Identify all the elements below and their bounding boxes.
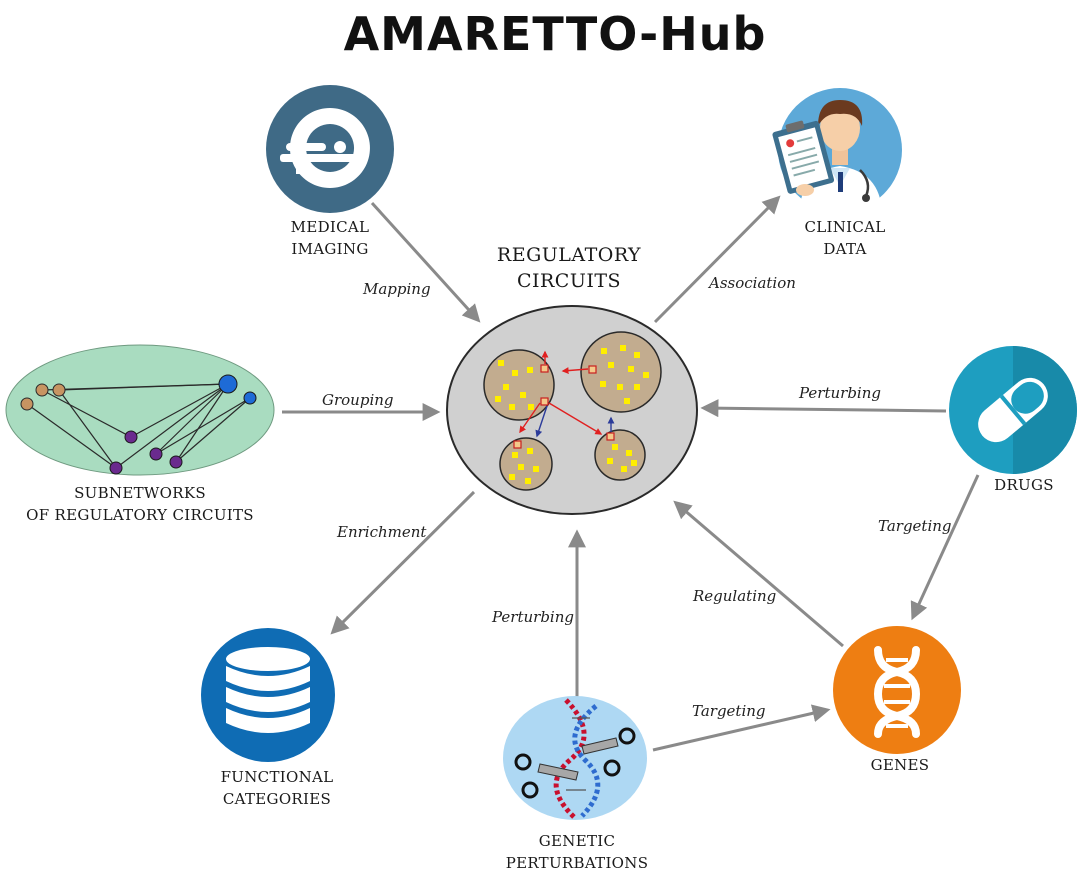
genetic-perturbations-label-line2: PERTURBATIONS: [506, 854, 649, 872]
edge-label-grouping: Grouping: [322, 391, 394, 409]
edge-label-mapping: Mapping: [362, 280, 431, 298]
subnetworks-node: SUBNETWORKS OF REGULATORY CIRCUITS: [5, 344, 275, 524]
center-label-line2: CIRCUITS: [517, 270, 621, 292]
edge-label-targeting-genetic: Targeting: [692, 702, 766, 720]
dna-icon: [833, 626, 961, 754]
edge-targeting-drugs-genes: [910, 474, 980, 621]
crispr-scissors-icon: [503, 696, 647, 820]
subnetworks-label-line1: SUBNETWORKS: [74, 484, 206, 502]
clinical-data-label-line2: DATA: [823, 240, 866, 258]
medical-imaging-label-line2: IMAGING: [291, 240, 368, 258]
center-label-line1: REGULATORY: [497, 244, 641, 266]
database-icon: [201, 628, 335, 762]
page-title: AMARETTO-Hub: [344, 7, 767, 61]
regulatory-circuits-ellipse: [446, 305, 698, 515]
edge-label-enrichment: Enrichment: [336, 523, 427, 541]
edge-targeting-genetic-genes: [652, 704, 831, 752]
module-circle-a: [483, 349, 555, 421]
regulatory-circuits-node: REGULATORY CIRCUITS: [446, 244, 698, 515]
drugs-label: DRUGS: [994, 476, 1054, 494]
subnetworks-label-line2: OF REGULATORY CIRCUITS: [26, 506, 254, 524]
clinical-data-label-line1: CLINICAL: [804, 218, 885, 236]
regulatory-arrows: [519, 350, 615, 438]
drugs-node: DRUGS: [949, 346, 1077, 494]
edge-perturbing-drugs: [700, 399, 947, 418]
clinical-data-node: CLINICAL DATA: [772, 88, 902, 258]
regulator-squares: [513, 364, 615, 449]
medical-imaging-node: MEDICAL IMAGING: [266, 85, 394, 258]
edge-label-regulating: Regulating: [692, 587, 776, 605]
edge-label-association: Association: [707, 274, 796, 292]
pill-icon: [949, 346, 1077, 474]
circuit-modules: [483, 331, 662, 491]
edge-label-targeting-drugs: Targeting: [878, 517, 952, 535]
genes-node: GENES: [833, 626, 961, 774]
genetic-perturbations-node: GENETIC PERTURBATIONS: [503, 696, 648, 872]
medical-imaging-label-line1: MEDICAL: [291, 218, 370, 236]
gene-squares: [495, 345, 649, 484]
edge-association: [653, 195, 781, 324]
network-graph-icon: [5, 344, 275, 476]
edge-enrichment: [330, 490, 476, 635]
edges: [282, 195, 980, 752]
mri-scanner-icon: [266, 85, 394, 213]
edge-mapping: [370, 201, 481, 323]
functional-categories-label-line1: FUNCTIONAL: [221, 768, 334, 786]
edge-regulating: [673, 500, 844, 648]
doctor-clipboard-icon: [772, 88, 902, 212]
module-circle-d: [594, 429, 646, 481]
functional-categories-node: FUNCTIONAL CATEGORIES: [201, 628, 335, 808]
genes-label: GENES: [871, 756, 930, 774]
genetic-perturbations-label-line1: GENETIC: [539, 832, 616, 850]
edge-label-perturbing-genetic: Perturbing: [491, 608, 574, 626]
functional-categories-label-line2: CATEGORIES: [223, 790, 331, 808]
edge-label-perturbing-drugs: Perturbing: [798, 384, 881, 402]
